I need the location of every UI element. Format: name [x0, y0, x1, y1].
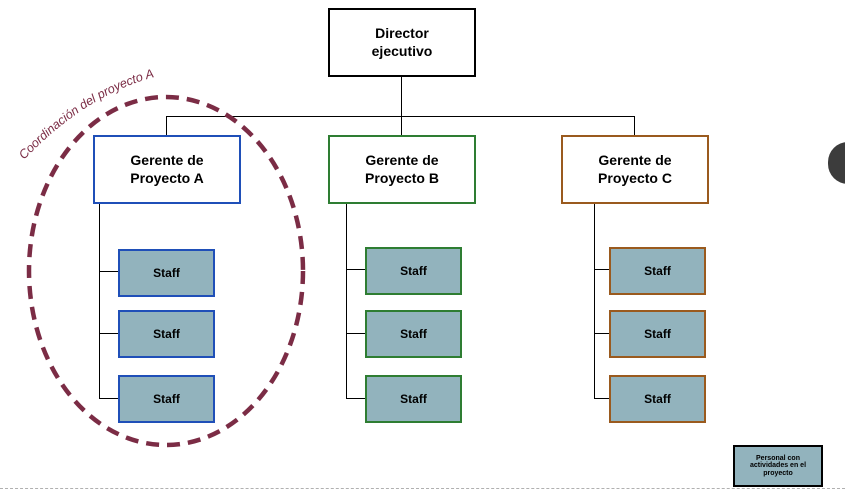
connector-to-manager-b	[401, 116, 402, 135]
staff-tick	[99, 398, 119, 399]
connector-to-manager-c	[634, 116, 635, 135]
staff-tick	[594, 333, 610, 334]
staff-tick	[594, 398, 610, 399]
connector-horizontal	[166, 116, 635, 117]
legend-box: Personal con actividades en el proyecto	[733, 445, 823, 487]
staff-tick	[99, 271, 119, 272]
staff-spine-c	[594, 204, 595, 398]
staff-tick	[99, 333, 119, 334]
side-tab-shape	[828, 142, 845, 184]
staff-tick	[346, 398, 366, 399]
connector-to-manager-a	[166, 116, 167, 135]
manager-c-box[interactable]: Gerente de Proyecto C	[561, 135, 709, 204]
staff-spine-a	[99, 204, 100, 398]
staff-a-2[interactable]: Staff	[118, 310, 215, 358]
coordination-label: Coordinación del proyecto A	[16, 66, 155, 162]
staff-tick	[594, 269, 610, 270]
connector-director-down	[401, 77, 402, 116]
bottom-divider	[0, 488, 845, 489]
staff-a-1[interactable]: Staff	[118, 249, 215, 297]
director-box[interactable]: Director ejecutivo	[328, 8, 476, 77]
staff-b-2[interactable]: Staff	[365, 310, 462, 358]
staff-a-3[interactable]: Staff	[118, 375, 215, 423]
staff-c-3[interactable]: Staff	[609, 375, 706, 423]
staff-c-2[interactable]: Staff	[609, 310, 706, 358]
manager-b-box[interactable]: Gerente de Proyecto B	[328, 135, 476, 204]
coordination-ellipse	[26, 94, 306, 448]
staff-spine-b	[346, 204, 347, 398]
staff-tick	[346, 269, 366, 270]
staff-b-3[interactable]: Staff	[365, 375, 462, 423]
staff-c-1[interactable]: Staff	[609, 247, 706, 295]
staff-tick	[346, 333, 366, 334]
staff-b-1[interactable]: Staff	[365, 247, 462, 295]
manager-a-box[interactable]: Gerente de Proyecto A	[93, 135, 241, 204]
